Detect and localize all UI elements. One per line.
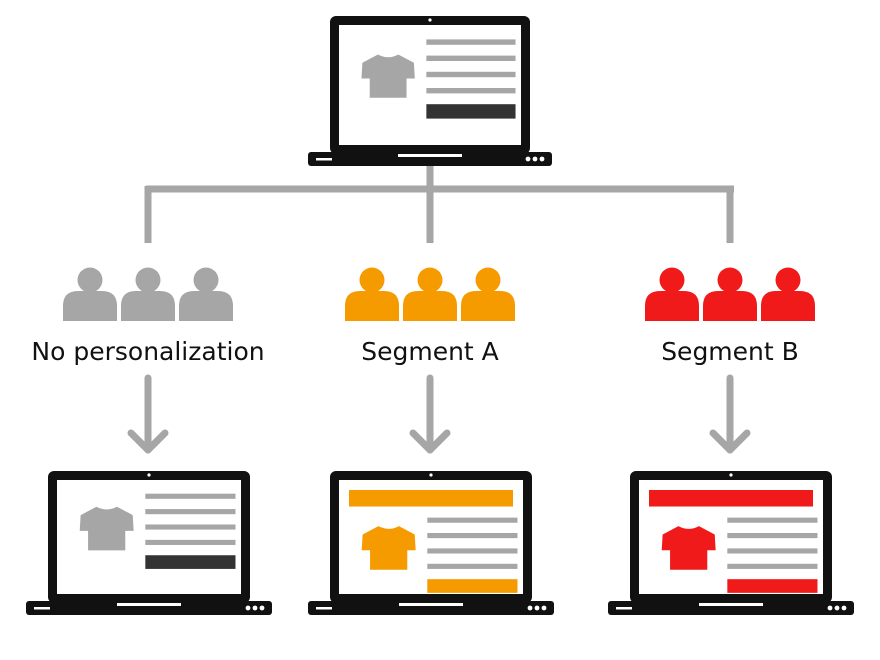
user-icon [63, 267, 117, 321]
text-line [145, 493, 236, 499]
cta-button [145, 555, 236, 569]
user-icon [345, 267, 399, 321]
text-line [427, 533, 518, 539]
trackpad-notch [399, 603, 463, 606]
connector-lines [144, 166, 734, 243]
base-dot [539, 156, 545, 162]
camera-dot [428, 18, 432, 22]
arrow-group [127, 374, 751, 454]
text-line [145, 539, 236, 545]
laptop-base [308, 152, 552, 166]
text-line [426, 55, 516, 61]
text-line [727, 517, 818, 523]
base-dot [259, 605, 265, 611]
text-line [427, 517, 518, 523]
base-slot [316, 607, 332, 610]
user-group-0 [63, 267, 233, 321]
base-dot [541, 605, 547, 611]
base-slot [34, 607, 50, 610]
user-icon [703, 267, 757, 321]
text-line [145, 524, 236, 530]
user-icon [761, 267, 815, 321]
laptop-group [26, 16, 854, 615]
cta-button [426, 104, 516, 119]
laptop-screen [57, 480, 241, 594]
text-line [727, 563, 818, 569]
base-dot [841, 605, 847, 611]
base-dot [827, 605, 833, 611]
base-dot [252, 605, 258, 611]
base-dot [534, 605, 540, 611]
laptop-segment-b [608, 471, 854, 615]
arrow-down-icon [709, 374, 751, 454]
cta-button [427, 579, 518, 593]
arrow-head [409, 429, 451, 454]
arrow-head [127, 429, 169, 454]
promo-banner [349, 490, 513, 507]
user-group-1 [345, 267, 515, 321]
cta-button [727, 579, 818, 593]
text-line [427, 563, 518, 569]
text-line [145, 509, 236, 515]
trackpad-notch [699, 603, 763, 606]
arrow-head [709, 429, 751, 454]
base-dot [527, 605, 533, 611]
text-line [426, 88, 516, 94]
user-icon [179, 267, 233, 321]
camera-dot [729, 473, 733, 477]
arrow-down-icon [127, 374, 169, 454]
segment-label-segment-b: Segment B [661, 337, 799, 366]
text-line [426, 39, 516, 45]
user-icon [461, 267, 515, 321]
text-line [427, 548, 518, 554]
laptop-original [308, 16, 552, 166]
user-group-2 [645, 267, 815, 321]
laptop-segment-a [308, 471, 554, 615]
text-line [727, 533, 818, 539]
laptop-base [308, 601, 554, 615]
segment-label-no-personalization: No personalization [31, 337, 265, 366]
camera-dot [147, 473, 151, 477]
user-icon [645, 267, 699, 321]
trackpad-notch [398, 154, 462, 157]
base-dot [532, 156, 538, 162]
laptop-no-personalization [26, 471, 272, 615]
user-icon [121, 267, 175, 321]
base-slot [616, 607, 632, 610]
base-dot [834, 605, 840, 611]
camera-dot [429, 473, 433, 477]
laptop-screen [339, 25, 521, 145]
user-groups [63, 267, 815, 321]
promo-banner [649, 490, 813, 507]
base-slot [316, 158, 332, 161]
trackpad-notch [117, 603, 181, 606]
text-line [426, 71, 516, 78]
segment-label-segment-a: Segment A [361, 337, 499, 366]
text-line [727, 548, 818, 554]
user-icon [403, 267, 457, 321]
arrow-down-icon [409, 374, 451, 454]
base-dot [525, 156, 531, 162]
base-dot [245, 605, 251, 611]
laptop-base [608, 601, 854, 615]
laptop-base [26, 601, 272, 615]
